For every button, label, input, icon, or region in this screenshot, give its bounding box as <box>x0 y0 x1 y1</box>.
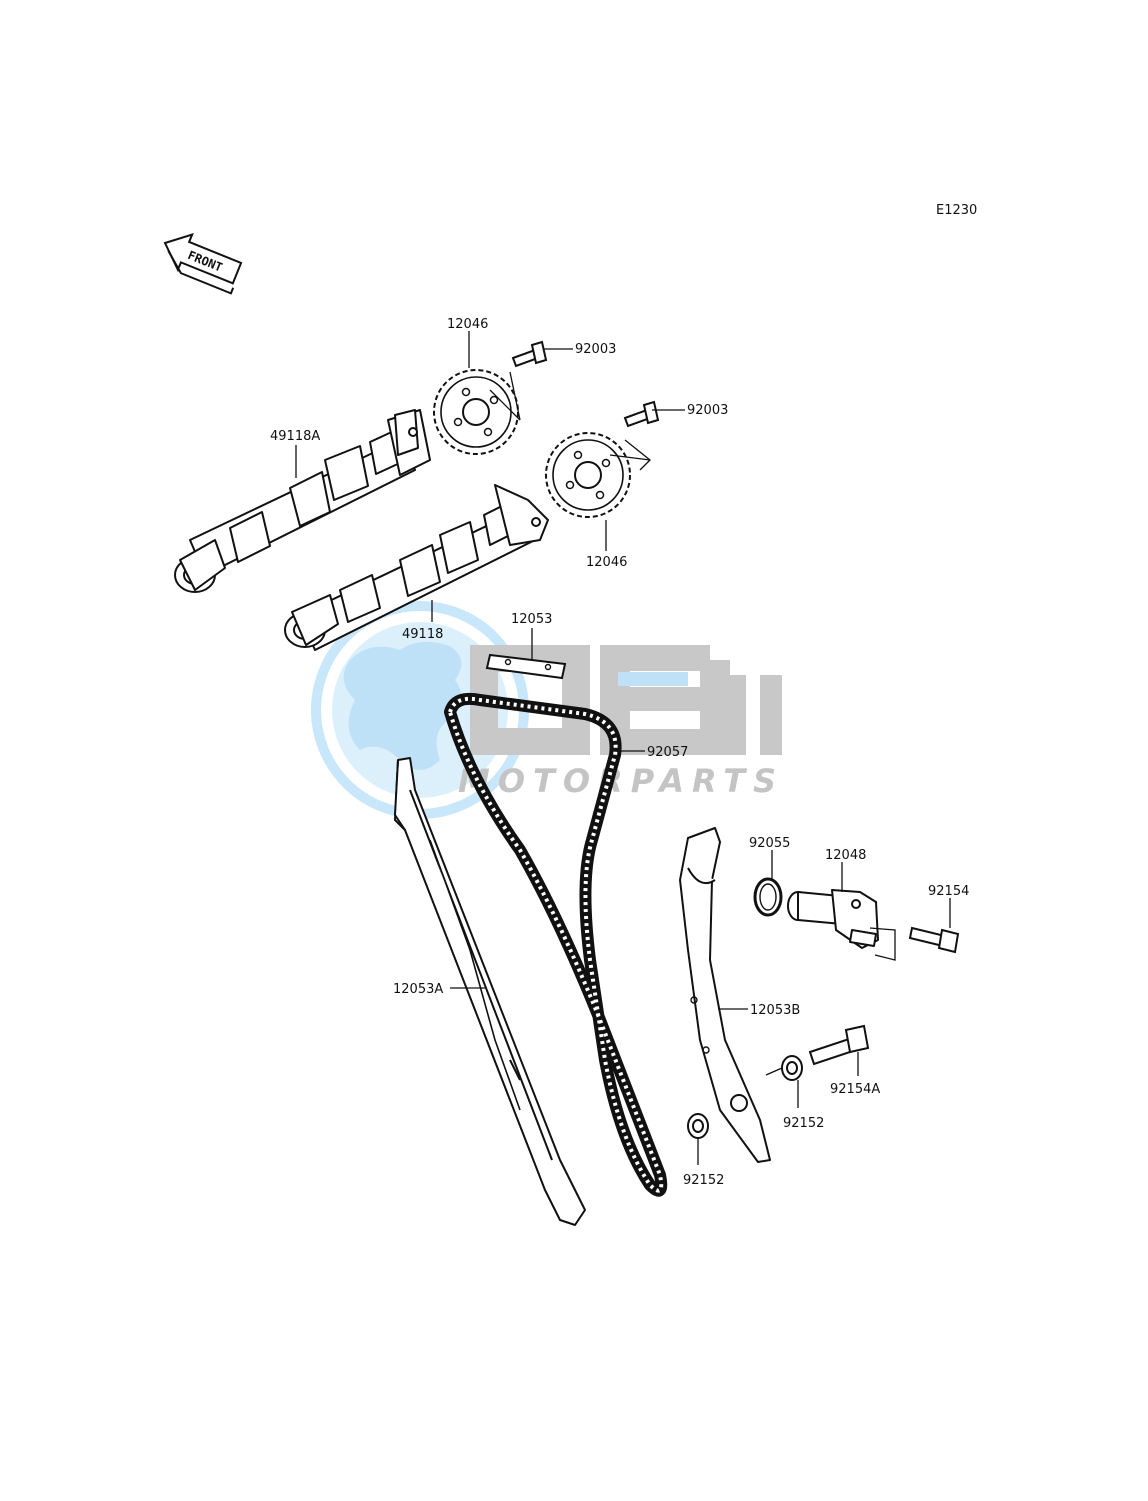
cam-sprocket-12046-lower <box>545 432 631 518</box>
sprocket-bolt-92003-upper <box>511 340 548 368</box>
label-12053a: 12053A <box>393 982 443 997</box>
label-92003-upper: 92003 <box>575 342 616 357</box>
cam-chain-92057 <box>444 692 668 1197</box>
label-92152-upper: 92152 <box>783 1116 824 1131</box>
top-chain-guide-12053 <box>485 653 567 680</box>
collar-92152-upper <box>781 1055 803 1081</box>
front-chain-guide-12053a <box>394 757 586 1226</box>
o-ring-92055 <box>753 877 783 917</box>
sprocket-bolt-92003-lower <box>623 400 660 428</box>
label-92154a: 92154A <box>830 1082 880 1097</box>
part-labels: 12046 92003 92003 49118A 12046 49118 120… <box>270 317 969 1188</box>
rear-tensioner-guide-12053b <box>679 827 771 1163</box>
watermark-subtitle: MOTORPARTS <box>458 762 784 800</box>
collar-92152-lower <box>687 1113 709 1139</box>
label-12048: 12048 <box>825 848 866 863</box>
leader-lines <box>295 331 951 1165</box>
label-92055: 92055 <box>749 836 790 851</box>
camshaft-49118 <box>284 484 549 651</box>
label-12053b: 12053B <box>750 1003 800 1018</box>
oem-motorparts-watermark: MOTORPARTS <box>311 601 784 819</box>
label-92003-lower: 92003 <box>687 403 728 418</box>
label-12053: 12053 <box>511 612 552 627</box>
chain-tensioner-12048 <box>787 889 879 949</box>
label-12046-lower: 12046 <box>586 555 627 570</box>
label-92152-lower: 92152 <box>683 1173 724 1188</box>
label-49118a: 49118A <box>270 429 320 444</box>
label-49118: 49118 <box>402 627 443 642</box>
pivot-bolt-92154a <box>808 1024 870 1066</box>
label-92057: 92057 <box>647 745 688 760</box>
front-direction-arrow-icon: FRONT <box>163 232 243 295</box>
cam-sprocket-12046-upper <box>433 369 519 455</box>
camshaft-49118a <box>174 409 431 593</box>
label-92154: 92154 <box>928 884 969 899</box>
diagram-code: E1230 <box>936 203 977 218</box>
label-12046-upper: 12046 <box>447 317 488 332</box>
tensioner-bolt-92154 <box>908 926 960 954</box>
